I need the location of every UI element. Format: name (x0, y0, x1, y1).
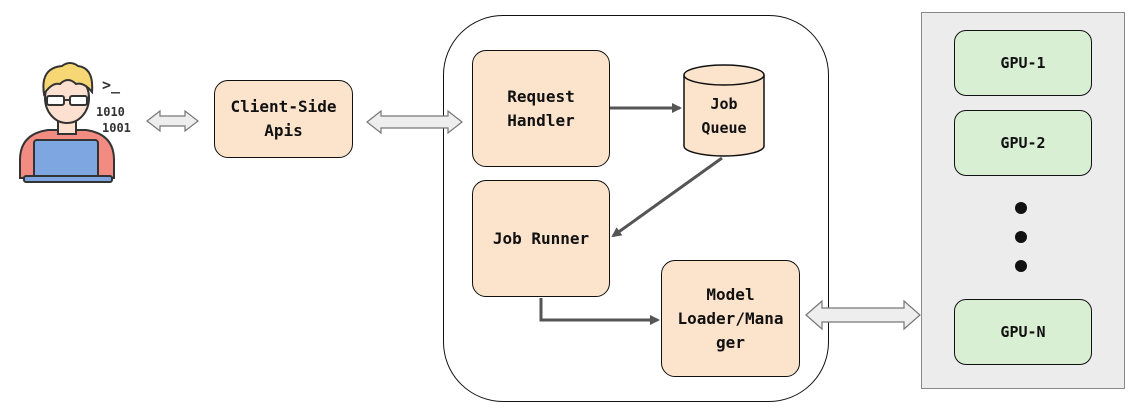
double-arrow-client-server (366, 109, 463, 135)
double-arrow-model-gpu (805, 299, 921, 331)
ellipsis-dot-2 (1015, 231, 1027, 243)
job-queue-label: Job Queue (701, 95, 747, 137)
gpu-n-box: GPU-N (954, 299, 1092, 365)
client-side-apis-box: Client-Side Apis (214, 80, 353, 158)
arrow-queue-to-runner (611, 156, 723, 238)
model-loader-manager-box: Model Loader/Mana ger (661, 260, 800, 377)
arrow-runner-to-model (539, 298, 660, 325)
hair-shape (42, 62, 94, 97)
code-binary-text-1: 1010 (96, 105, 125, 119)
request-handler-box: Request Handler (472, 50, 610, 167)
gpu-2-box: GPU-2 (954, 110, 1092, 176)
gpu-1-box: GPU-1 (954, 30, 1092, 96)
code-binary-text-2: 1001 (102, 121, 131, 135)
ellipsis-dot-1 (1015, 202, 1027, 214)
double-arrow-user-client (146, 109, 199, 133)
code-prompt-text: >_ (102, 76, 121, 94)
job-runner-box: Job Runner (472, 180, 610, 297)
developer-icon: >_ 1010 1001 (19, 62, 131, 183)
job-queue-cylinder (683, 64, 765, 157)
ellipsis-dot-3 (1015, 260, 1027, 272)
laptop-screen (33, 139, 99, 181)
